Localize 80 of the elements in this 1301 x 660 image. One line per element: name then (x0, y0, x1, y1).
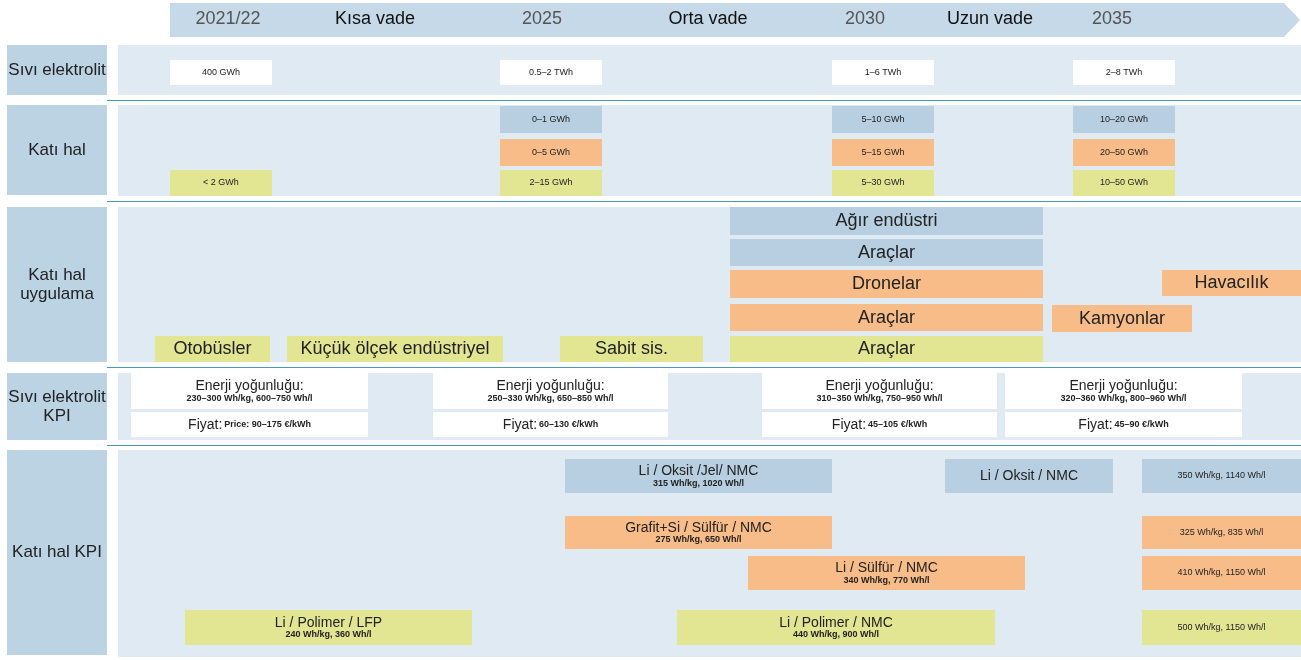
phase-label: Orta vade (668, 9, 748, 29)
chemistry-bar: 410 Wh/kg, 1150 Wh/l (1142, 556, 1301, 590)
kpi-heading: Li / Polimer / NMC (779, 614, 893, 630)
chemistry-bar (677, 610, 995, 645)
kpi-value: 315 Wh/kg, 1020 Wh/l (653, 478, 744, 489)
chemistry-bar: 500 Wh/kg, 1150 Wh/l (1142, 610, 1301, 645)
value-box: 0.5–2 TWh (500, 60, 602, 85)
kpi-box (131, 412, 368, 437)
kpi-heading: Grafit+Si / Sülfür / NMC (625, 519, 772, 535)
kpi-box (1005, 412, 1242, 437)
kpi-value: 250–330 Wh/kg, 650–850 Wh/l (487, 393, 614, 404)
year-label: 2021/22 (195, 9, 261, 29)
kpi-box (1005, 373, 1242, 409)
kpi-heading: Li / Polimer / LFP (274, 614, 383, 630)
value-box: 10–20 GWh (1073, 106, 1175, 133)
kpi-heading: Enerji yoğunluğu: (825, 378, 934, 394)
phase-label: Uzun vade (946, 9, 1034, 29)
kpi-value: 45–105 €/kWh (868, 419, 928, 430)
chemistry-bar (748, 556, 1025, 590)
price-label: Fiyat: (1078, 416, 1113, 433)
kpi-value: 230–300 Wh/kg, 600–750 Wh/l (186, 393, 313, 404)
value-box: 5–10 GWh (832, 106, 934, 133)
value-box: 10–50 GWh (1073, 170, 1175, 196)
kpi-box (762, 412, 997, 437)
row-header: Sıvı elektrolit KPI (7, 373, 107, 440)
kpi-value: 60–130 €/kWh (539, 419, 599, 430)
application-bar: Otobüsler (155, 336, 270, 362)
row-header: Katı hal (7, 105, 107, 195)
kpi-heading: Enerji yoğunluğu: (195, 378, 304, 394)
kpi-value: 340 Wh/kg, 770 Wh/l (843, 575, 930, 586)
value-box: 400 GWh (170, 60, 272, 85)
value-box: 5–30 GWh (832, 170, 934, 196)
kpi-box (433, 373, 668, 409)
application-bar: Ağır endüstri (730, 207, 1043, 235)
application-bar: Sabit sis. (560, 336, 703, 362)
row-header: Sıvı elektrolit (7, 45, 107, 95)
kpi-heading: Enerji yoğunluğu: (1069, 378, 1178, 394)
kpi-box (762, 373, 997, 409)
phase-label: Kısa vade (334, 9, 416, 29)
kpi-value: 440 Wh/kg, 900 Wh/l (793, 630, 879, 641)
chemistry-bar: 350 Wh/kg, 1140 Wh/l (1142, 459, 1301, 493)
kpi-value: 240 Wh/kg, 360 Wh/l (285, 630, 372, 641)
kpi-value: 45–90 €/kWh (1114, 419, 1169, 430)
value-box: 2–8 TWh (1073, 60, 1175, 85)
application-bar: Küçük ölçek endüstriyel (287, 336, 503, 362)
chemistry-bar (565, 516, 832, 549)
kpi-value: Price: 90–175 €/kWh (224, 419, 311, 430)
application-bar: Araçlar (730, 336, 1043, 362)
application-bar: Araçlar (730, 239, 1043, 266)
kpi-heading: Li / Sülfür / NMC (835, 560, 938, 576)
value-box: 0–5 GWh (500, 139, 602, 166)
application-bar: Kamyonlar (1052, 305, 1192, 332)
chemistry-bar: 325 Wh/kg, 835 Wh/l (1142, 516, 1301, 549)
kpi-value: 310–350 Wh/kg, 750–950 Wh/l (816, 393, 943, 404)
kpi-value: 320–360 Wh/kg, 800–960 Wh/l (1060, 393, 1187, 404)
kpi-box (433, 412, 668, 437)
price-label: Fiyat: (502, 416, 538, 433)
year-label: 2025 (522, 9, 562, 29)
price-label: Fiyat: (831, 416, 867, 433)
kpi-heading: Li / Oksit /Jel/ NMC (638, 463, 759, 479)
value-box: < 2 GWh (170, 170, 272, 196)
value-box: 1–6 TWh (832, 60, 934, 85)
chemistry-bar: Li / Oksit / NMC (945, 459, 1113, 493)
application-bar: Araçlar (730, 304, 1043, 331)
chemistry-bar (565, 459, 832, 493)
value-box: 2–15 GWh (500, 170, 602, 196)
application-bar: Havacılık (1162, 270, 1301, 296)
value-box: 0–1 GWh (500, 106, 602, 133)
row-header: Katı hal uygulama (7, 207, 107, 362)
chemistry-bar (185, 610, 472, 645)
value-box: 20–50 GWh (1073, 139, 1175, 166)
value-box: 5–15 GWh (832, 139, 934, 166)
price-label: Fiyat: (188, 416, 223, 433)
application-bar: Dronelar (730, 270, 1043, 298)
kpi-box (131, 373, 368, 409)
kpi-heading: Enerji yoğunluğu: (496, 378, 605, 394)
kpi-value: 275 Wh/kg, 650 Wh/l (655, 535, 742, 546)
row-header: Katı hal KPI (7, 450, 107, 655)
year-label: 2030 (845, 9, 885, 29)
year-label: 2035 (1092, 9, 1132, 29)
